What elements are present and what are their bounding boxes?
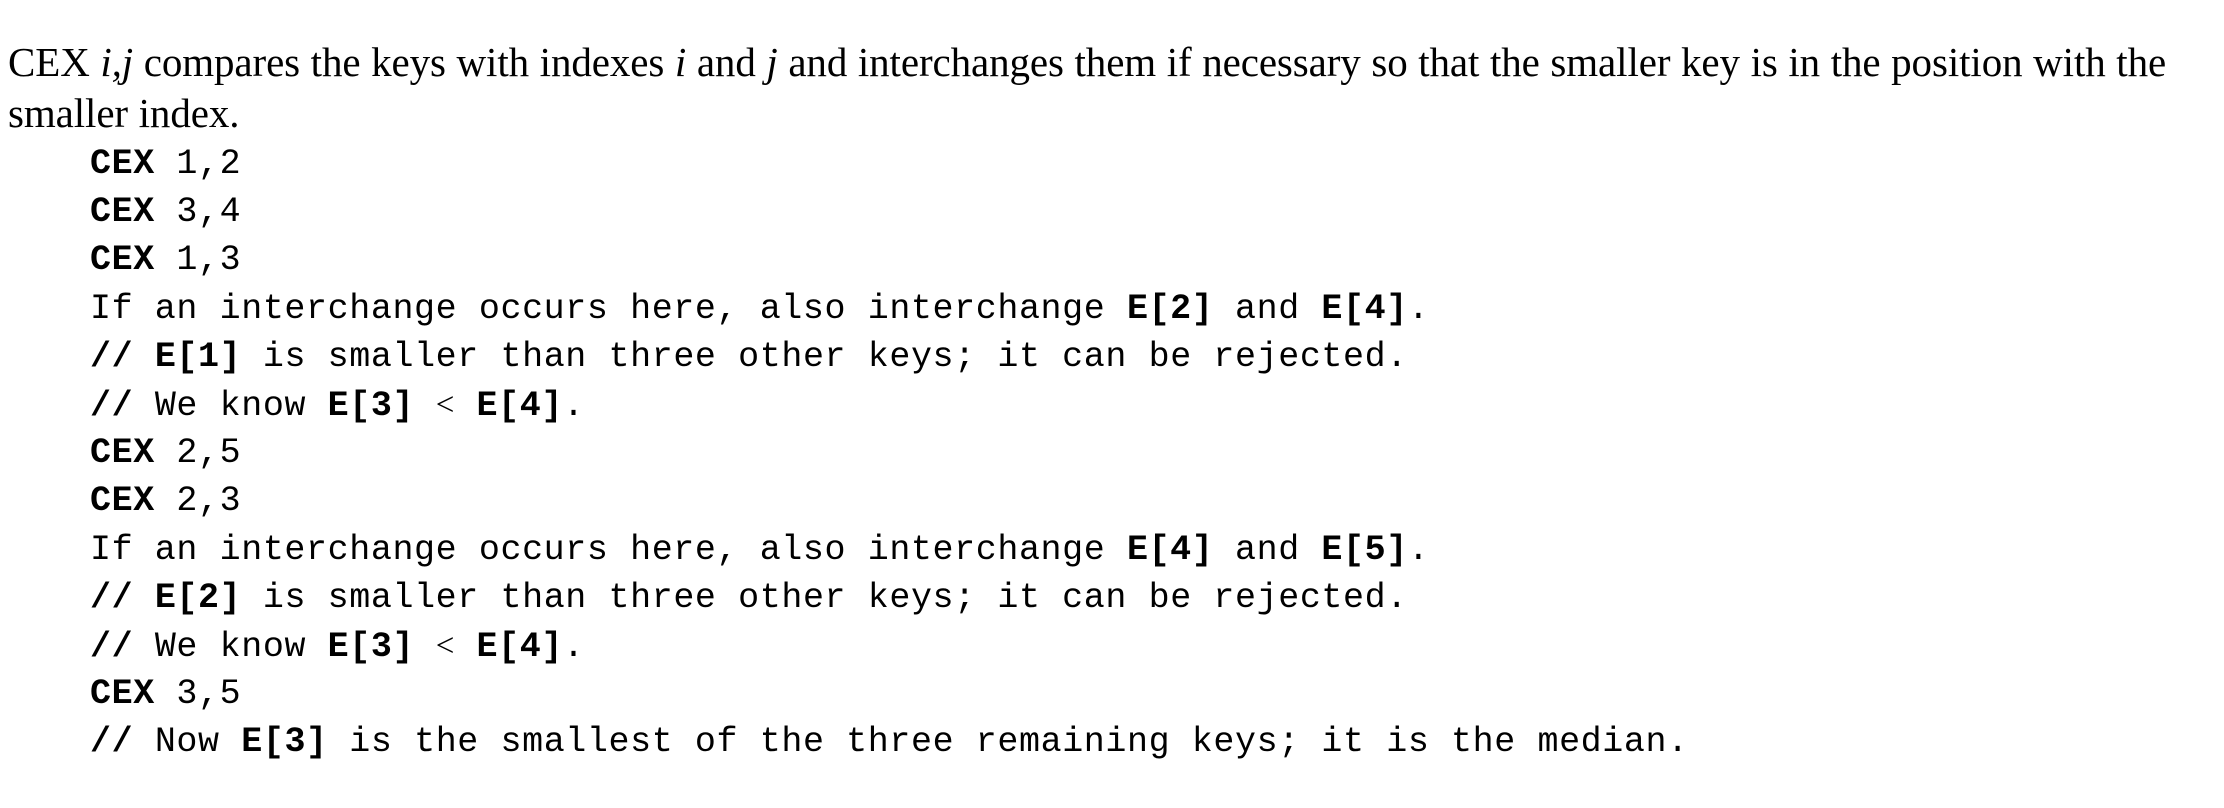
- code-text: and: [1213, 529, 1322, 570]
- intro-variable: j: [766, 39, 778, 85]
- array-reference: E[4]: [476, 626, 563, 667]
- intro-variable: i: [674, 39, 687, 85]
- code-text: is smaller than three other keys; it can…: [241, 336, 1408, 377]
- code-text: .: [562, 626, 585, 667]
- code-line: // We know E[3] < E[4].: [90, 381, 2190, 429]
- code-line: CEX 1,2: [90, 140, 2190, 188]
- array-reference: E[4]: [476, 385, 563, 426]
- array-reference: E[4]: [1321, 288, 1408, 329]
- code-text: .: [562, 385, 585, 426]
- array-reference: E[3]: [241, 722, 328, 763]
- code-line: If an interchange occurs here, also inte…: [90, 526, 2190, 574]
- code-text: is the smallest of the three remaining k…: [327, 722, 1689, 763]
- comment-marker: //: [90, 385, 134, 426]
- array-reference: E[5]: [1321, 529, 1408, 570]
- code-line: CEX 2,5: [90, 429, 2190, 477]
- code-text: We know: [133, 626, 328, 667]
- intro-text-run: and interchanges them if necessary so th…: [8, 39, 2167, 136]
- code-text: 2,3: [154, 481, 242, 522]
- code-text: 1,2: [154, 144, 242, 184]
- code-text: We know: [133, 385, 328, 426]
- code-line: CEX 3,4: [90, 188, 2190, 236]
- array-reference: E[2]: [1126, 288, 1214, 329]
- code-line: // E[2] is smaller than three other keys…: [90, 574, 2190, 622]
- code-keyword: CEX: [90, 674, 155, 715]
- comment-marker: //: [90, 577, 134, 618]
- intro-paragraph: CEX i,j compares the keys with indexes i…: [8, 37, 2216, 139]
- less-than-operator: <: [435, 627, 455, 664]
- comment-marker: //: [90, 336, 134, 377]
- code-keyword: CEX: [90, 433, 155, 474]
- intro-text-run: compares the keys with indexes: [133, 39, 675, 85]
- array-reference: E[2]: [154, 577, 242, 618]
- code-text: If an interchange occurs here, also inte…: [90, 288, 1127, 329]
- code-line: CEX 3,5: [90, 670, 2190, 718]
- code-text: 1,3: [154, 240, 242, 281]
- code-text: .: [1407, 529, 1430, 570]
- code-keyword: CEX: [90, 144, 155, 184]
- code-text: [455, 386, 477, 426]
- code-text: and: [1213, 288, 1322, 329]
- code-keyword: CEX: [90, 192, 155, 233]
- code-text: [133, 578, 155, 618]
- code-line: // We know E[3] < E[4].: [90, 622, 2190, 670]
- code-line: CEX 1,3: [90, 236, 2190, 284]
- code-text: 3,4: [154, 192, 242, 233]
- code-text: 2,5: [154, 433, 242, 474]
- intro-text-run: and: [686, 39, 767, 85]
- code-line: // Now E[3] is the smallest of the three…: [90, 718, 2190, 766]
- code-line: If an interchange occurs here, also inte…: [90, 285, 2190, 333]
- array-reference: E[4]: [1126, 529, 1214, 570]
- code-text: [455, 627, 477, 667]
- comment-marker: //: [90, 722, 134, 763]
- code-text: If an interchange occurs here, also inte…: [90, 529, 1127, 570]
- array-reference: E[1]: [154, 336, 242, 377]
- comment-marker: //: [90, 626, 134, 667]
- intro-variable: i,j: [100, 39, 134, 85]
- array-reference: E[3]: [327, 626, 415, 667]
- code-text: [414, 627, 436, 667]
- code-text: .: [1407, 288, 1430, 329]
- code-line: // E[1] is smaller than three other keys…: [90, 333, 2190, 381]
- code-line: CEX 2,3: [90, 477, 2190, 525]
- array-reference: E[3]: [327, 385, 415, 426]
- code-keyword: CEX: [90, 240, 155, 281]
- less-than-operator: <: [435, 386, 455, 423]
- code-keyword: CEX: [90, 481, 155, 522]
- code-text: is smaller than three other keys; it can…: [241, 577, 1408, 618]
- code-text: 3,5: [154, 674, 242, 715]
- code-text: [414, 386, 436, 426]
- intro-text-run: CEX: [8, 39, 101, 85]
- code-text: [133, 337, 155, 377]
- code-text: Now: [133, 722, 242, 763]
